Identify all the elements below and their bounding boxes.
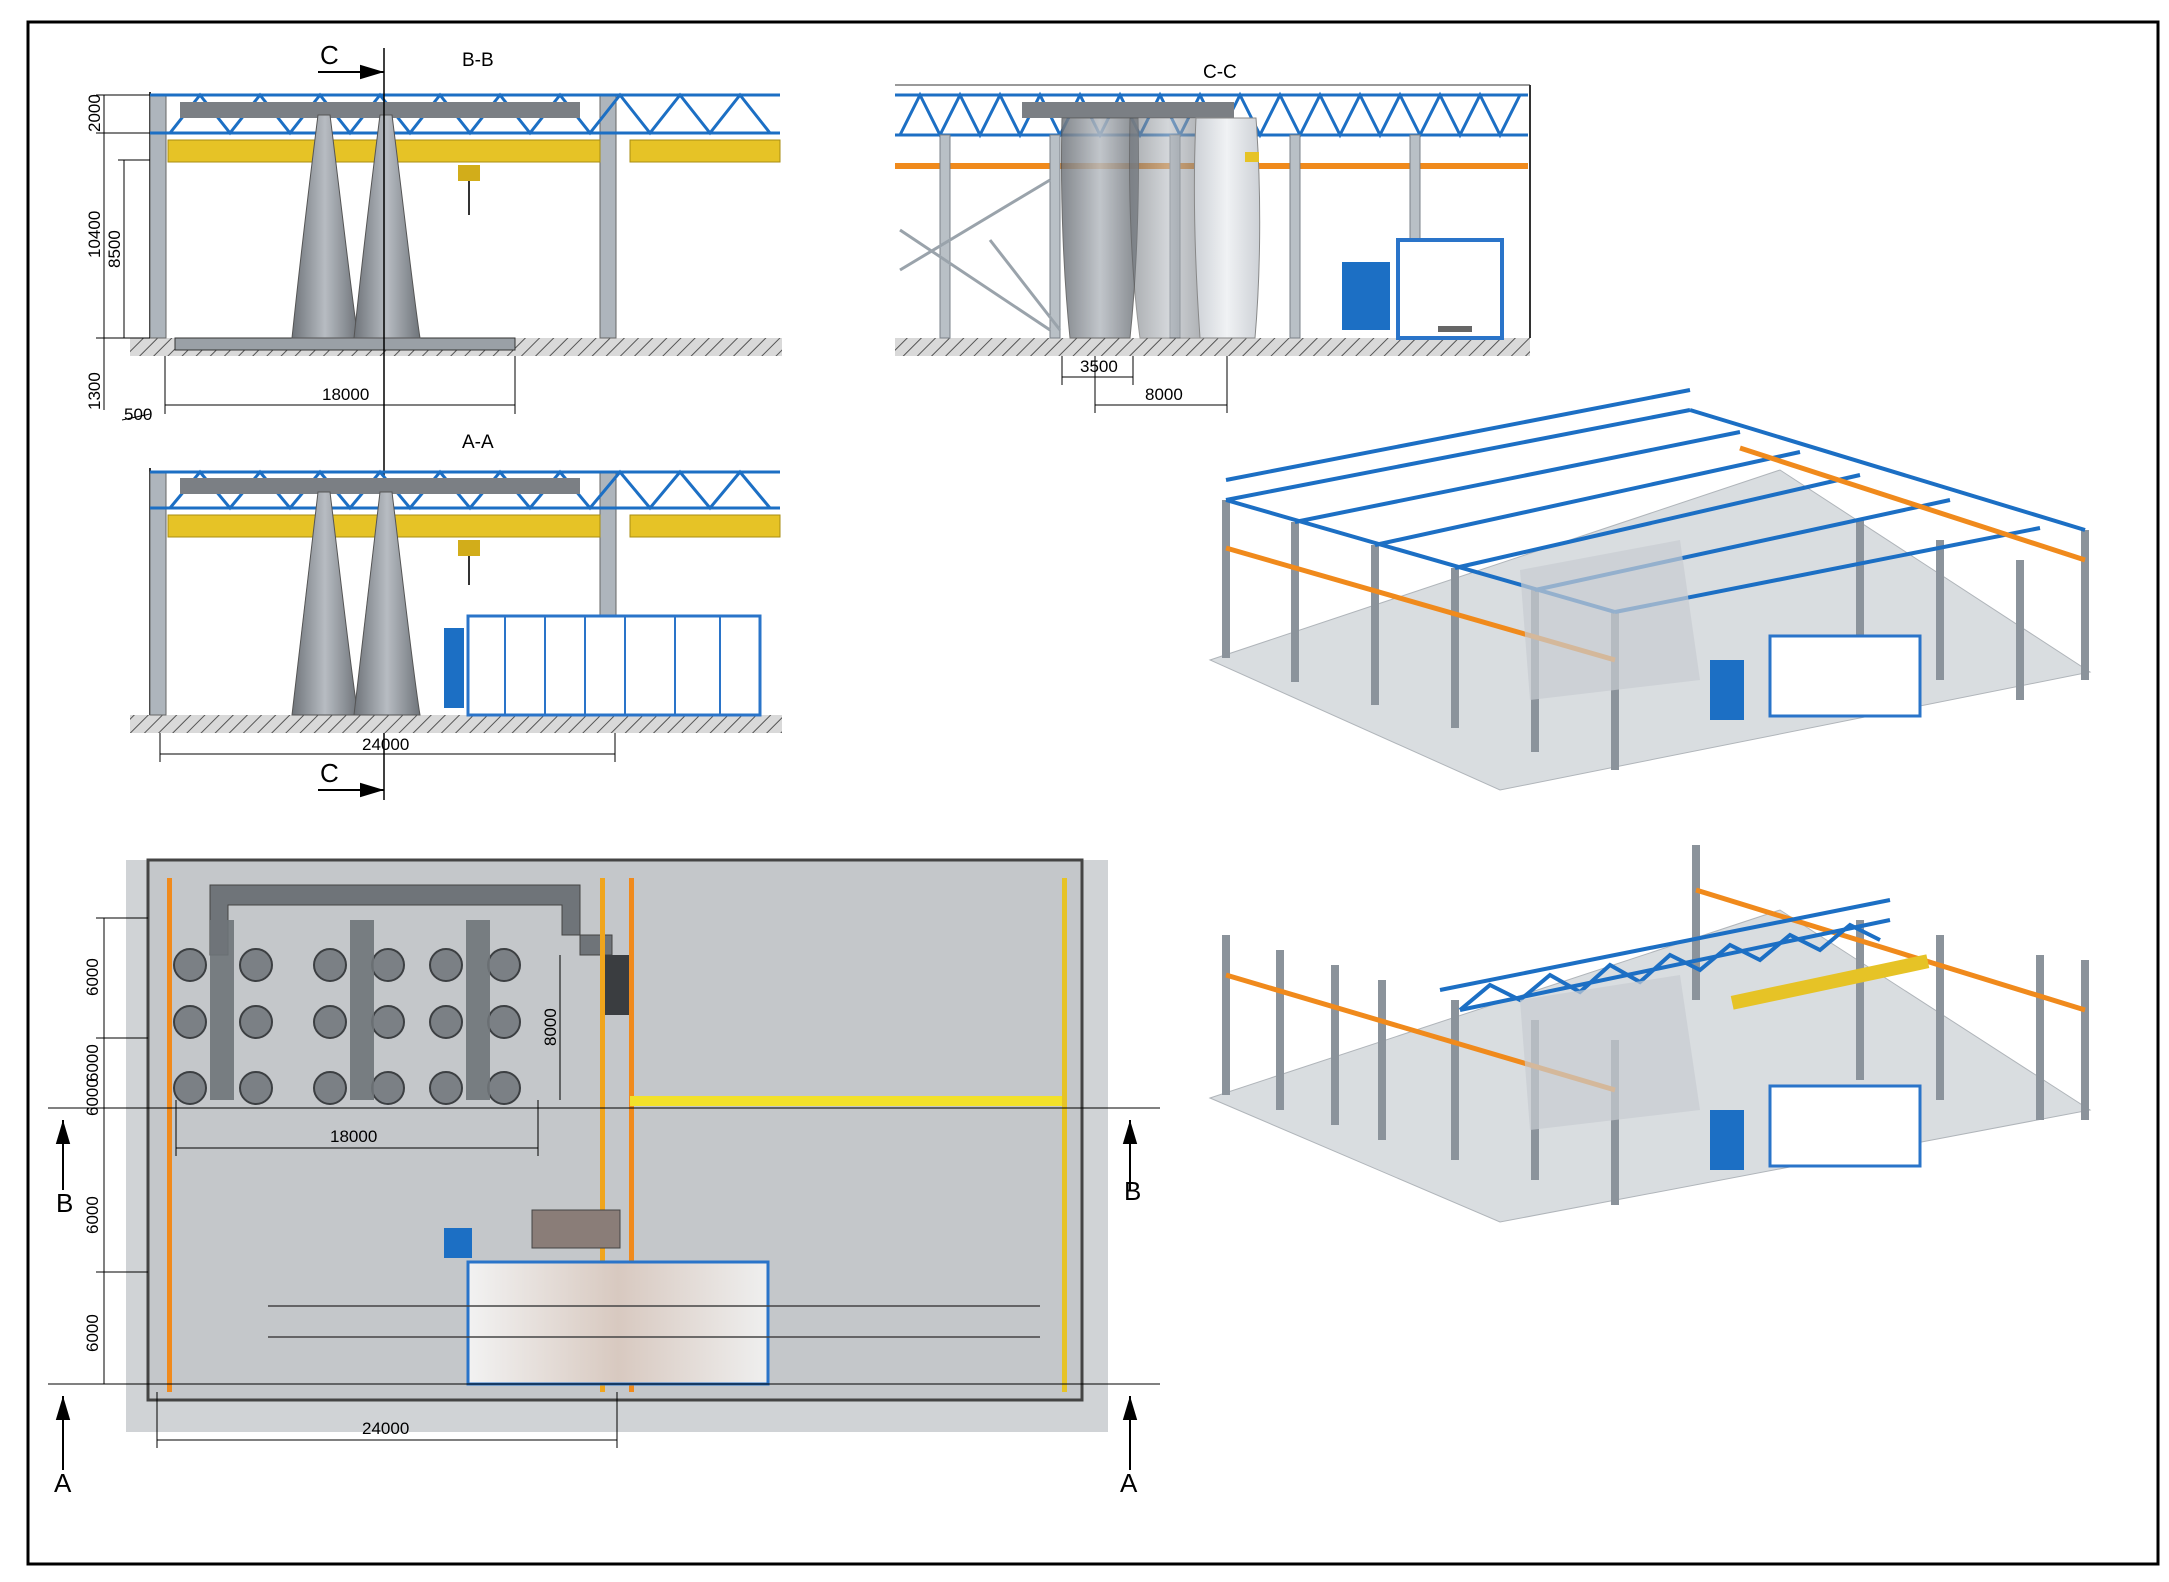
plan-rail-right (1062, 878, 1067, 1392)
iso1-trusses (1225, 388, 2086, 614)
iso2-truss (1439, 898, 1891, 1012)
cc-title: C-C (1203, 62, 1237, 83)
cc-filter-cone-1 (1060, 117, 1140, 339)
bb-dimensions (96, 94, 516, 421)
sheet-border (26, 20, 2160, 1566)
bb-crane-beam-right (629, 139, 781, 163)
bb-marker-c: C (320, 40, 339, 70)
plan-crane-beam (630, 1096, 1062, 1106)
plan-dim-6000-1: 6000 (83, 958, 102, 996)
plan-dim-6000-4: 6000 (83, 1196, 102, 1234)
iso1-booth (1768, 634, 1922, 718)
plan-dim-24000: 24000 (362, 1419, 409, 1438)
cc-dimensions (1061, 356, 1228, 413)
isometric-view-partial (1208, 845, 2092, 1223)
iso2-booth (1768, 1084, 1922, 1168)
section-cc: C-C 3500 8000 (895, 62, 1531, 413)
bb-hoist (458, 165, 480, 181)
section-aa: C A-A 24000 (130, 432, 782, 798)
cc-floor-slab (895, 338, 1530, 356)
bb-dim-500: 500 (124, 405, 152, 424)
bb-dim-8500: 8500 (105, 230, 124, 268)
cc-table (1438, 326, 1472, 332)
bb-title: B-B (462, 50, 494, 71)
aa-blast-unit (444, 628, 464, 708)
aa-floor-slab (130, 715, 782, 733)
plan-marker-a-left: A (54, 1468, 72, 1498)
plan-rail-mid-1 (600, 878, 605, 1392)
cc-crane-beam (1245, 152, 1259, 162)
plan-rail-left (167, 878, 172, 1392)
plan-dimensions (96, 917, 618, 1448)
cc-dim-3500: 3500 (1080, 357, 1118, 376)
floor-plan: B B A A 6000 6000 6000 6000 6000 18000 2… (48, 858, 1160, 1498)
plan-recovery-unit (531, 1209, 621, 1249)
cc-blast-unit (1342, 262, 1390, 330)
bb-column-left (149, 94, 167, 339)
aa-marker-c: C (320, 758, 339, 788)
plan-filter-ducts (210, 920, 490, 1100)
iso2-crane-beam (1730, 954, 1930, 1010)
cc-duct (1022, 102, 1234, 118)
cc-filter-cone-3 (1193, 117, 1261, 339)
aa-title: A-A (462, 432, 494, 453)
bb-dim-18000: 18000 (322, 385, 369, 404)
iso1-filters (1520, 540, 1700, 700)
iso2-filters (1520, 975, 1700, 1130)
plan-dim-6000-2: 6000 (83, 1044, 102, 1082)
aa-booth-panels (504, 616, 721, 715)
iso1-blast-unit (1710, 660, 1744, 720)
plan-blast-unit (444, 1228, 472, 1258)
aa-crane-beam-right (629, 514, 781, 538)
aa-duct (180, 478, 580, 494)
plan-marker-b-right: B (1124, 1176, 1141, 1206)
bb-pit (174, 337, 516, 351)
aa-filter-cone-2 (353, 491, 421, 716)
plan-dim-8000: 8000 (541, 1008, 560, 1046)
aa-booth (466, 614, 762, 717)
aa-hoist (458, 540, 480, 556)
plan-rail-mid-2 (629, 878, 634, 1392)
plan-dim-6000-3: 6000 (83, 1078, 102, 1116)
section-bb: C B-B 2000 10400 8500 1300 500 18000 (85, 40, 782, 800)
isometric-view-full (1208, 388, 2092, 791)
plan-chamber (466, 1260, 770, 1386)
plan-filter-grid (173, 948, 521, 1105)
bb-filter-cone-2 (353, 114, 421, 339)
cc-bracing (899, 178, 1062, 332)
plan-dim-6000-5: 6000 (83, 1314, 102, 1352)
bb-duct (180, 102, 580, 118)
bb-column-right (599, 94, 617, 339)
bb-dim-1300: 1300 (85, 372, 104, 410)
plan-marker-a-right: A (1120, 1468, 1138, 1498)
cc-booth-frame (1396, 238, 1504, 340)
plan-marker-b-left: B (56, 1188, 73, 1218)
bb-dim-10400: 10400 (85, 211, 104, 258)
cc-dim-8000: 8000 (1145, 385, 1183, 404)
aa-dimensions (159, 733, 616, 762)
bb-dim-2000: 2000 (85, 94, 104, 132)
plan-dim-18000: 18000 (330, 1127, 377, 1146)
aa-dim-24000: 24000 (362, 735, 409, 754)
iso2-blast-unit (1710, 1110, 1744, 1170)
